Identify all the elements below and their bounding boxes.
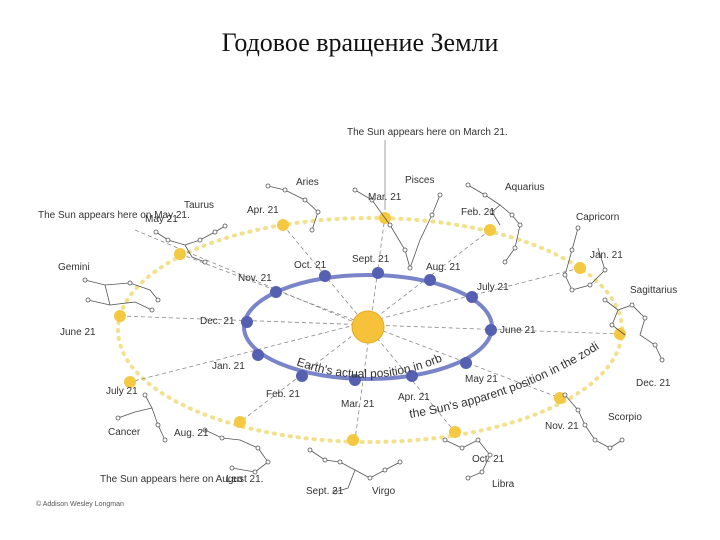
- sun-marker-june: [114, 310, 126, 322]
- outer-date-apr: Apr. 21: [247, 205, 279, 216]
- annotation-august: The Sun appears here on August 21.: [100, 474, 263, 485]
- inner-date-oct: Oct. 21: [294, 260, 327, 271]
- outer-date-july: July 21: [106, 386, 138, 397]
- label-virgo: Virgo: [372, 486, 396, 497]
- inner-date-nov: Nov. 21: [238, 273, 272, 284]
- sun-marker-aug: [234, 416, 246, 428]
- sun-marker-oct: [449, 426, 461, 438]
- inner-date-aug: Aug. 21: [426, 262, 461, 273]
- earth-nov: [270, 286, 282, 298]
- inner-date-may: May 21: [465, 374, 498, 385]
- sun-marker-sept: [347, 434, 359, 446]
- earth-may: [460, 357, 472, 369]
- sun-marker-dec: [614, 328, 626, 340]
- label-gemini: Gemini: [58, 262, 90, 273]
- inner-date-apr: Apr. 21: [398, 392, 430, 403]
- inner-date-feb: Feb. 21: [266, 389, 300, 400]
- label-aries: Aries: [296, 177, 319, 188]
- sun-marker-july: [124, 376, 136, 388]
- annotation-march-text: The Sun appears here on March 21.: [347, 127, 508, 138]
- inner-date-jan: Jan. 21: [212, 361, 245, 372]
- label-libra: Libra: [492, 479, 515, 490]
- copyright: © Addison Wesley Longman: [36, 500, 124, 508]
- earth-dec: [241, 316, 253, 328]
- sun: [351, 310, 385, 344]
- sun-marker-apr: [277, 219, 289, 231]
- sun-marker-jan: [574, 262, 586, 274]
- label-scorpio: Scorpio: [608, 412, 642, 423]
- sun-markers: [114, 212, 626, 446]
- annotation-august-text: The Sun appears here on August 21.: [100, 474, 263, 485]
- earth-apr: [406, 370, 418, 382]
- inner-date-sept: Sept. 21: [352, 254, 390, 265]
- annotation-march: The Sun appears here on March 21.: [347, 127, 508, 138]
- inner-date-mar: Mar. 21: [341, 399, 375, 410]
- label-cancer: Cancer: [108, 427, 141, 438]
- outer-date-jan: Jan. 21: [590, 250, 623, 261]
- inner-date-dec: Dec. 21: [200, 316, 235, 327]
- earth-july: [466, 291, 478, 303]
- label-capricorn: Capricorn: [576, 212, 619, 223]
- outer-date-nov: Nov. 21: [545, 421, 579, 432]
- earth-feb: [296, 370, 308, 382]
- earth-mar: [349, 374, 361, 386]
- sun-marker-may: [174, 248, 186, 260]
- constellation-labels: Aries Pisces Aquarius Taurus Capricorn G…: [58, 175, 677, 497]
- outer-date-aug: Aug. 21: [174, 428, 209, 439]
- outer-date-may: May 21: [145, 214, 178, 225]
- earth-jan: [252, 349, 264, 361]
- earth-june: [485, 324, 497, 336]
- outer-date-oct: Oct. 21: [472, 454, 505, 465]
- earth-positions: [241, 267, 497, 386]
- slide-title: Годовое вращение Земли: [221, 28, 499, 57]
- earth-sept: [372, 267, 384, 279]
- annotation-may: The Sun appears here on May 21.: [38, 210, 190, 221]
- outer-date-labels: Mar. 21 Apr. 21 Feb. 21 May 21 Jan. 21 J…: [60, 192, 671, 497]
- inner-date-labels: Sept. 21 Oct. 21 Aug. 21 Nov. 21 July 21…: [200, 254, 536, 410]
- earth-oct: [319, 270, 331, 282]
- label-aquarius: Aquarius: [505, 182, 544, 193]
- label-taurus: Taurus: [184, 200, 214, 211]
- outer-date-feb: Feb. 21: [461, 207, 495, 218]
- constellation-figures: [82, 182, 665, 495]
- outer-date-sept: Sept. 21: [306, 486, 344, 497]
- earth-aug: [424, 274, 436, 286]
- annotations: The Sun appears here on March 21. The Su…: [38, 127, 508, 485]
- outer-date-june: June 21: [60, 327, 96, 338]
- annotation-may-text: The Sun appears here on May 21.: [38, 210, 190, 221]
- label-leo: Leo: [226, 474, 243, 485]
- inner-date-june: June 21: [500, 325, 536, 336]
- label-sagittarius: Sagittarius: [630, 285, 677, 296]
- inner-date-july: July 21: [477, 282, 509, 293]
- sun-marker-feb: [484, 224, 496, 236]
- outer-date-dec: Dec. 21: [636, 378, 671, 389]
- label-pisces: Pisces: [405, 175, 434, 186]
